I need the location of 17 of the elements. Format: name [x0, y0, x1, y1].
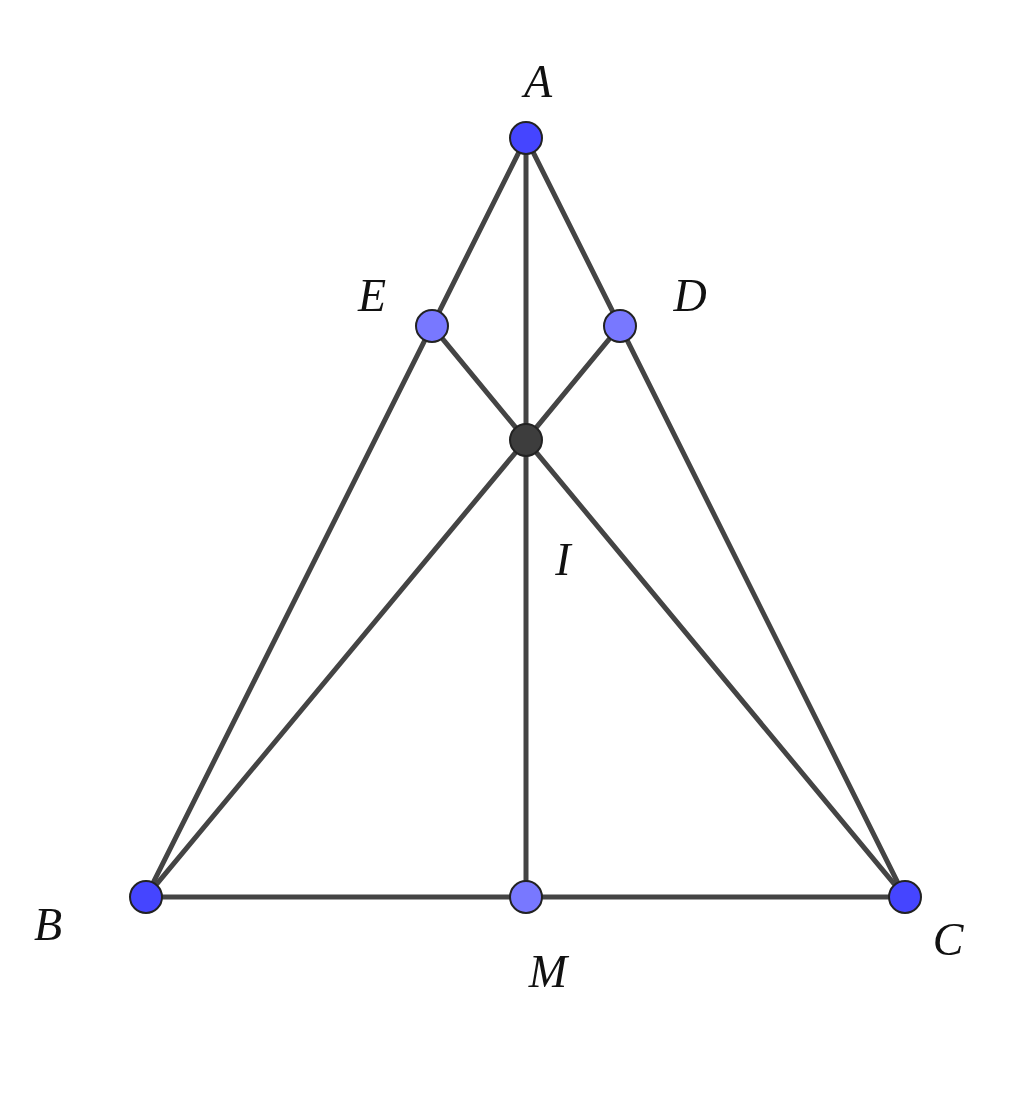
point-label: B: [32, 900, 64, 950]
line-segment: [154, 450, 518, 887]
line-segment: [437, 150, 521, 314]
line-segment: [523, 454, 529, 883]
point-label: I: [554, 535, 574, 585]
point-label: A: [520, 57, 554, 107]
point-label: E: [356, 271, 388, 321]
line-segment: [625, 338, 900, 885]
point-label: C: [931, 915, 965, 965]
point-label: D: [672, 271, 708, 321]
line-segment: [440, 336, 518, 430]
line-segment: [534, 336, 612, 430]
point-label: M: [528, 947, 568, 997]
line-segment: [531, 150, 615, 314]
line-segment: [523, 152, 529, 426]
line-segment: [151, 338, 427, 885]
line-segment: [534, 450, 897, 887]
